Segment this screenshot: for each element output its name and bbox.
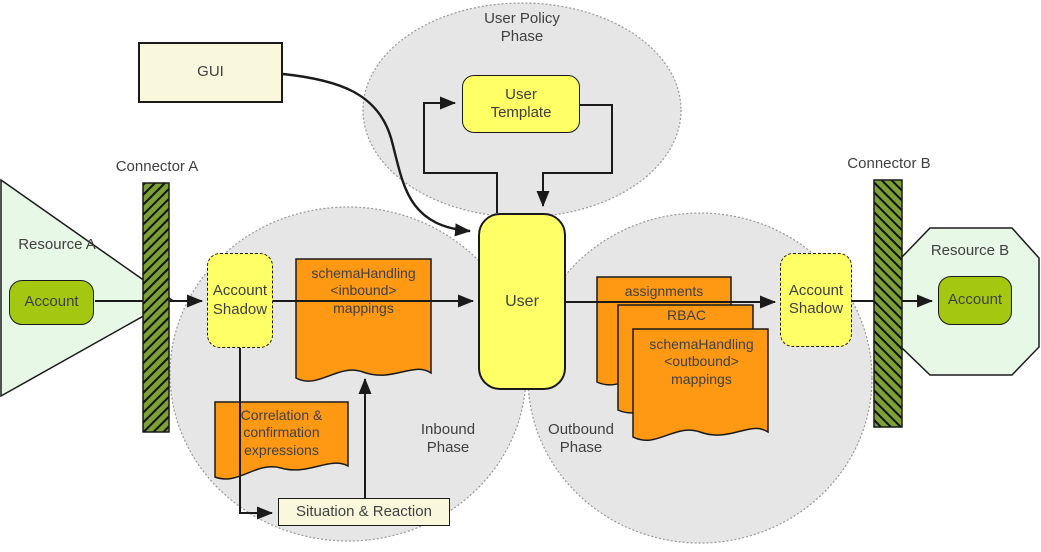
account-shadow-a-box: Account Shadow: [207, 253, 273, 348]
outbound-phase-label: Outbound Phase: [548, 421, 614, 457]
connector-b-label: Connector B: [847, 155, 931, 172]
connector-a-bar: [142, 182, 170, 433]
connector-a-label: Connector A: [115, 158, 199, 175]
arrow-gui-to-user-curve: [282, 72, 471, 237]
resource-b-label: Resource B: [930, 242, 1010, 259]
account-a-box: Account: [9, 280, 94, 325]
user-template-box: User Template: [462, 75, 580, 133]
correlation-label: Correlation & confirmation expressions: [240, 407, 323, 458]
arrow-shadow-a-to-situation: [239, 348, 273, 520]
rbac-label: RBAC: [667, 307, 706, 323]
user-box: User: [478, 213, 566, 390]
connector-b-bar: [873, 179, 903, 428]
account-b-box: Account: [938, 276, 1012, 325]
account-shadow-b-box: Account Shadow: [780, 253, 852, 347]
user-policy-phase-label: User Policy Phase: [484, 10, 560, 46]
resource-a-label: Resource A: [18, 236, 96, 253]
inbound-phase-label: Inbound Phase: [420, 421, 476, 457]
outbound-mappings-label: schemaHandling <outbound> mappings: [649, 336, 754, 387]
inbound-mappings-document: [295, 258, 432, 382]
situation-reaction-box: Situation & Reaction: [278, 498, 450, 526]
arrow-user-to-template-loop: [423, 96, 498, 213]
inbound-mappings-label: schemaHandling <inbound> mappings: [311, 265, 416, 316]
gui-box: GUI: [138, 42, 283, 103]
assignments-label: assignments: [624, 283, 704, 299]
correlation-document: [214, 401, 349, 480]
arrow-template-to-user-loop: [536, 104, 613, 207]
outbound-mappings-document: [632, 328, 769, 441]
